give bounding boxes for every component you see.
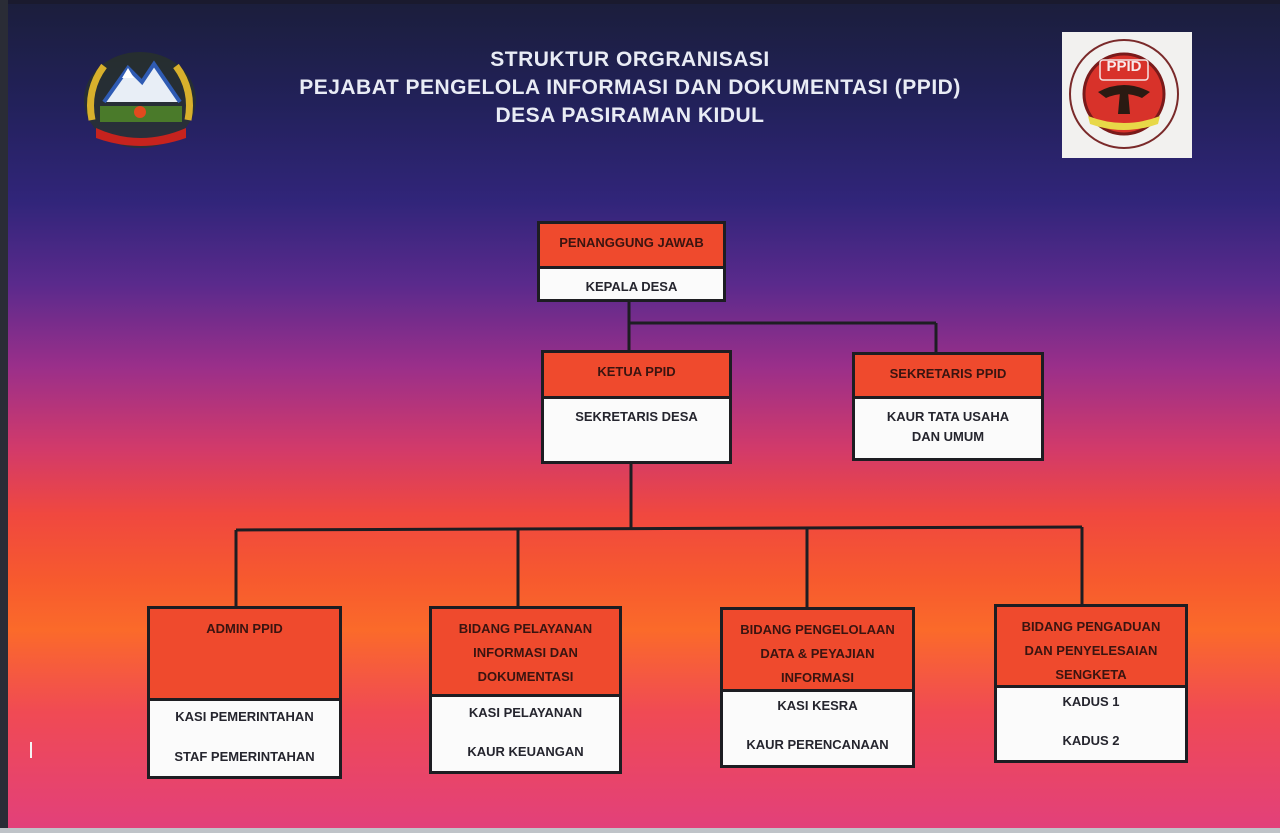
box-header-line: INFORMASI DAN (473, 645, 578, 660)
box-bidang-pengaduan: BIDANG PENGADUAN DAN PENYELESAIAN SENGKE… (994, 604, 1188, 763)
box-body-line: STAF PEMERINTAHAN (174, 749, 315, 764)
box-header-line: BIDANG PENGADUAN (1021, 619, 1161, 634)
box-header-line: DOKUMENTASI (477, 669, 574, 684)
box-body: KEPALA DESA (540, 269, 723, 297)
box-bidang-pelayanan: BIDANG PELAYANAN INFORMASI DAN DOKUMENTA… (429, 606, 622, 774)
title-line-1: STRUKTUR ORGRANISASI (490, 48, 770, 71)
chart-title: STRUKTUR ORGRANISASI PEJABAT PENGELOLA I… (200, 46, 1060, 130)
monitor-bezel (0, 0, 8, 833)
box-header: PENANGGUNG JAWAB (540, 224, 723, 269)
box-header-line: BIDANG PELAYANAN (458, 621, 593, 636)
monitor-edge (0, 828, 1280, 833)
box-ketua-ppid: KETUA PPID SEKRETARIS DESA (541, 350, 732, 464)
box-body-line: KAUR PERENCANAAN (746, 737, 889, 752)
box-body-line: KASI PEMERINTAHAN (175, 709, 314, 724)
regency-emblem-icon (82, 50, 200, 160)
box-body: KASI PEMERINTAHAN STAF PEMERINTAHAN (150, 701, 339, 767)
box-body: KASI KESRA KAUR PERENCANAAN (723, 692, 912, 755)
box-body-line: KAUR TATA USAHA (886, 409, 1010, 424)
box-header: BIDANG PENGADUAN DAN PENYELESAIAN SENGKE… (997, 607, 1185, 688)
title-line-3: DESA PASIRAMAN KIDUL (495, 104, 765, 127)
title-line-2: PEJABAT PENGELOLA INFORMASI DAN DOKUMENT… (299, 76, 961, 99)
box-penanggung-jawab: PENANGGUNG JAWAB KEPALA DESA (537, 221, 726, 302)
box-admin-ppid: ADMIN PPID KASI PEMERINTAHAN STAF PEMERI… (147, 606, 342, 779)
box-body: KAUR TATA USAHA DAN UMUM (855, 399, 1041, 447)
box-header: SEKRETARIS PPID (855, 355, 1041, 399)
box-header-line: BIDANG PENGELOLAAN (740, 622, 895, 637)
ppid-logo-text: PPID (1106, 58, 1142, 75)
box-body: KADUS 1 KADUS 2 (997, 688, 1185, 751)
text-cursor (30, 742, 32, 758)
box-header: BIDANG PENGELOLAAN DATA & PEYAJIAN INFOR… (723, 610, 912, 692)
box-header: BIDANG PELAYANAN INFORMASI DAN DOKUMENTA… (432, 609, 619, 697)
box-body-line: KAUR KEUANGAN (467, 744, 584, 759)
box-bidang-pengelolaan: BIDANG PENGELOLAAN DATA & PEYAJIAN INFOR… (720, 607, 915, 768)
box-header-line: ADMIN PPID (206, 621, 283, 636)
box-header-line: DATA & PEYAJIAN (760, 646, 875, 661)
box-body-line: KASI KESRA (777, 698, 858, 713)
box-header: ADMIN PPID (150, 609, 339, 701)
box-body: KASI PELAYANAN KAUR KEUANGAN (432, 697, 619, 762)
ppid-emblem-icon: PPID (1062, 32, 1192, 158)
box-body-line: KEPALA DESA (585, 279, 678, 294)
box-body: SEKRETARIS DESA (544, 399, 729, 427)
box-header: KETUA PPID (544, 353, 729, 399)
box-sekretaris-ppid: SEKRETARIS PPID KAUR TATA USAHA DAN UMUM (852, 352, 1044, 461)
box-body-line: KASI PELAYANAN (468, 705, 583, 720)
box-header-line: INFORMASI (781, 670, 854, 685)
box-body-line: KADUS 1 (1062, 694, 1120, 709)
box-header-line: DAN PENYELESAIAN (1024, 643, 1158, 658)
box-body-line: KADUS 2 (1062, 733, 1120, 748)
box-body-line: DAN UMUM (911, 429, 985, 444)
box-body-line: SEKRETARIS DESA (575, 409, 698, 424)
box-header-line: SENGKETA (1055, 667, 1127, 682)
